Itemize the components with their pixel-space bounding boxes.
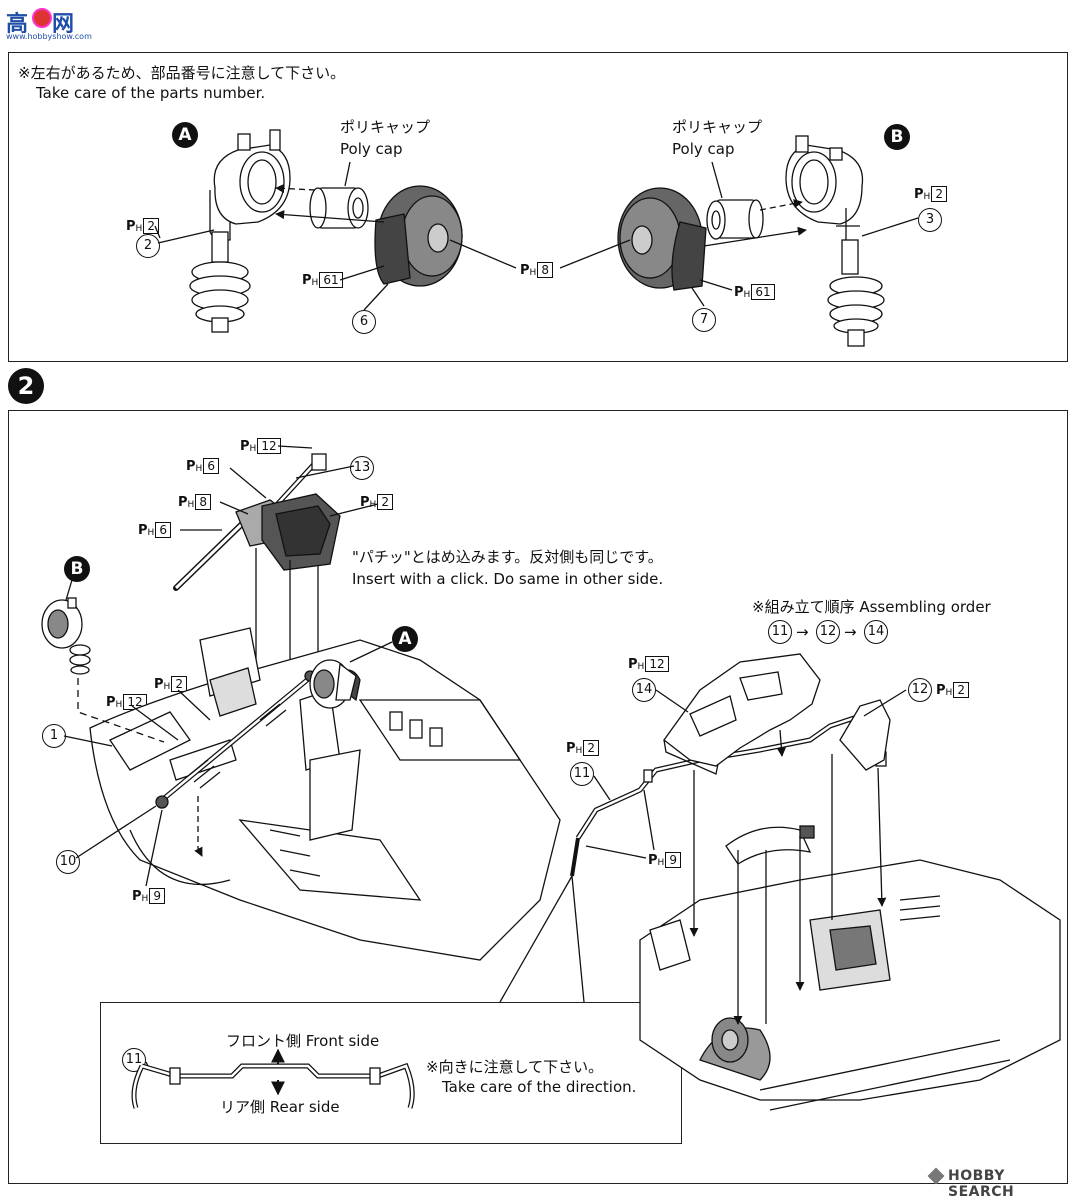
polycap-right-en: Poly cap <box>672 140 735 158</box>
part-number-13: 13 <box>350 456 374 480</box>
front-subframe-right-illustration <box>639 859 1061 1111</box>
brake-disc-right-illustration <box>617 187 707 291</box>
polycap-right-jp: ポリキャップ <box>672 118 763 136</box>
polycap-right-illustration <box>706 199 764 240</box>
assembling-order-label: ※組み立て順序 Assembling order <box>752 598 991 616</box>
part-number-6: 6 <box>352 310 376 334</box>
inset-stabilizer-illustration <box>131 1062 415 1109</box>
part-number-2: 2 <box>136 234 160 258</box>
order-arrow-1: → <box>796 623 809 641</box>
part-number-12: 12 <box>908 678 932 702</box>
note-en: Take care of the parts number. <box>36 84 266 102</box>
polycap-left-illustration <box>309 187 369 229</box>
inset-note-jp: ※向きに注意して下さい。 <box>426 1058 604 1076</box>
insert-note-jp: "パチッ"とはめ込みます。反対側も同じです。 <box>352 548 663 566</box>
knuckle-a-illustration <box>309 659 357 709</box>
part-number-7: 7 <box>692 308 716 332</box>
badge-b-top: B <box>884 124 910 150</box>
logo-text: HOBBY SEARCH <box>948 1168 1015 1200</box>
note-jp: ※左右があるため、部品番号に注意して下さい。 <box>18 64 346 82</box>
strut-left-illustration <box>189 129 291 333</box>
part-number-14: 14 <box>632 678 656 702</box>
order-arrow-2: → <box>844 623 857 641</box>
watermark-glyph-2: 网 <box>52 12 75 37</box>
bracket-illustration <box>725 699 891 865</box>
steering-rack-illustration <box>173 453 341 591</box>
upper-cover-illustration <box>663 653 821 775</box>
badge-a-step2: A <box>392 626 418 652</box>
watermark-glyph-1: 高 <box>6 12 29 37</box>
inset-note-en: Take care of the direction. <box>442 1078 637 1096</box>
polycap-left-jp: ポリキャップ <box>340 118 431 136</box>
badge-a-top: A <box>172 122 198 148</box>
knuckle-b-illustration <box>41 597 91 675</box>
order-step-14: 14 <box>864 620 888 644</box>
step-number-badge: 2 <box>8 368 44 404</box>
watermark-url: www.hobbyshow.com <box>6 32 92 41</box>
order-step-12: 12 <box>816 620 840 644</box>
part-number-3: 3 <box>918 208 942 232</box>
part-number-1: 1 <box>42 724 66 748</box>
inset-rear-label: リア側 Rear side <box>220 1098 340 1116</box>
strut-right-illustration <box>785 135 885 347</box>
polycap-left-en: Poly cap <box>340 140 403 158</box>
order-step-11: 11 <box>768 620 792 644</box>
inset-front-label: フロント側 Front side <box>226 1032 380 1050</box>
insert-note-en: Insert with a click. Do same in other si… <box>352 570 664 588</box>
brake-disc-left-illustration <box>374 185 463 287</box>
badge-b-step2: B <box>64 556 90 582</box>
watermark-ring-icon <box>32 8 52 28</box>
part-number-10: 10 <box>56 850 80 874</box>
part-number-11: 11 <box>570 762 594 786</box>
panel-top <box>8 52 1068 362</box>
